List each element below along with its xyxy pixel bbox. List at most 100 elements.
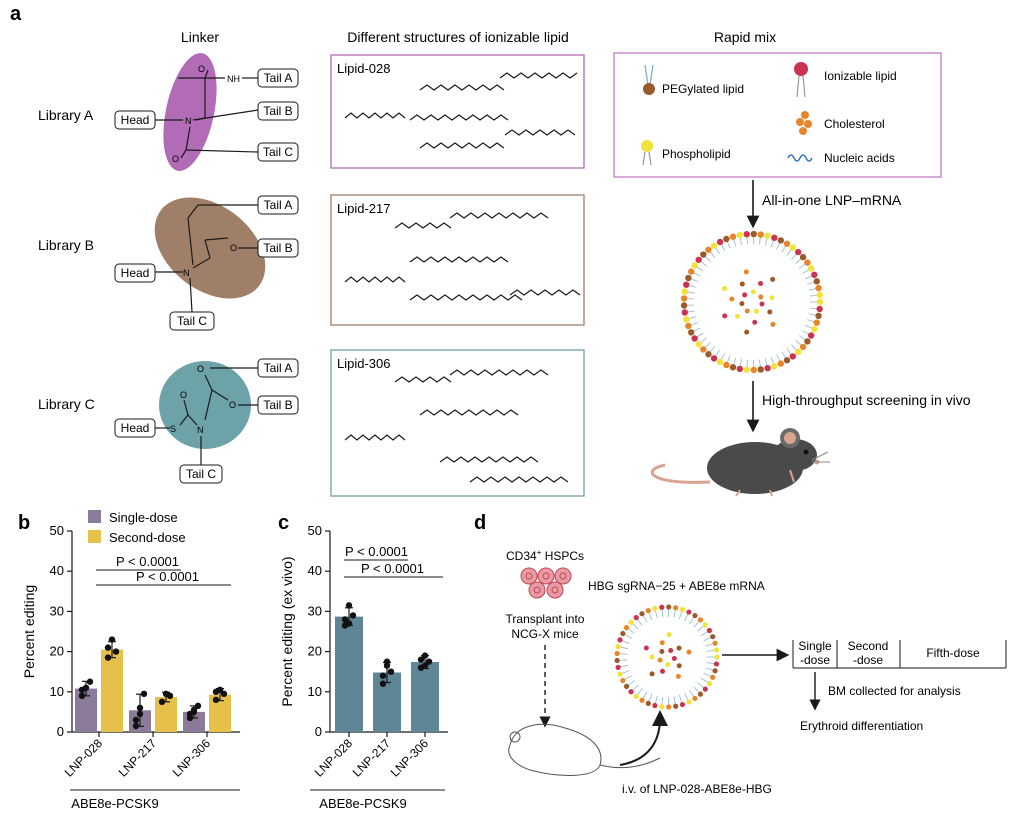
legend-cholesterol: Cholesterol bbox=[824, 117, 885, 131]
chain-bond bbox=[499, 72, 578, 79]
inner-particle bbox=[686, 649, 692, 655]
data-point bbox=[379, 672, 387, 679]
data-point bbox=[349, 612, 357, 619]
y-tick-label: 0 bbox=[315, 724, 322, 739]
x-tick-label: LNP-217 bbox=[116, 736, 160, 780]
data-point bbox=[136, 704, 144, 712]
lipid-head bbox=[695, 341, 702, 348]
linker-b-ellipse bbox=[154, 197, 266, 299]
lipid-head bbox=[716, 238, 724, 246]
head-box bbox=[114, 418, 156, 438]
data-point bbox=[166, 692, 174, 700]
lipid-head bbox=[680, 295, 688, 302]
lipid-head bbox=[713, 661, 720, 667]
legend-second: Second-dose bbox=[109, 530, 186, 545]
data-point bbox=[132, 722, 140, 730]
linker-c-bonds bbox=[155, 367, 258, 465]
tail-c-label: Tail C bbox=[186, 467, 216, 481]
lipid-head bbox=[673, 703, 679, 709]
lipid-head bbox=[683, 281, 690, 288]
inner-particle bbox=[659, 648, 665, 654]
lipid-head bbox=[685, 322, 692, 330]
inner-particle bbox=[722, 313, 728, 319]
data-point bbox=[212, 696, 220, 704]
y-tick-label: 10 bbox=[50, 684, 64, 699]
lipid-head bbox=[723, 361, 730, 369]
head-box bbox=[114, 263, 156, 283]
data-point bbox=[421, 662, 429, 669]
stat-b-2: P < 0.0001 bbox=[136, 569, 199, 584]
stat-c-1: P < 0.0001 bbox=[345, 544, 408, 559]
data-point bbox=[158, 698, 166, 706]
lipid-028-label: Lipid-028 bbox=[337, 61, 391, 76]
nsg-mouse-outline bbox=[508, 723, 661, 776]
tail-c-box bbox=[257, 142, 299, 162]
bar bbox=[101, 649, 123, 732]
bar bbox=[75, 688, 97, 732]
legend-single-swatch bbox=[88, 510, 101, 523]
stat-b-1: P < 0.0001 bbox=[116, 554, 179, 569]
tail-a-box bbox=[257, 195, 299, 215]
lipid-head bbox=[681, 288, 689, 295]
panel-c-letter: c bbox=[278, 512, 289, 534]
head-label: Head bbox=[121, 113, 150, 127]
inner-particle bbox=[753, 308, 759, 314]
curved-arrow-icon bbox=[619, 710, 668, 766]
y-tick-label: 10 bbox=[308, 684, 322, 699]
lipid-head bbox=[639, 697, 645, 703]
linker-b-bonds bbox=[155, 204, 258, 313]
tail-c-label: Tail C bbox=[263, 145, 293, 159]
lipid-head bbox=[813, 278, 820, 285]
lipid-head bbox=[777, 237, 785, 244]
mouse-icon bbox=[650, 428, 830, 497]
inner-particle bbox=[769, 295, 775, 301]
lipid-head bbox=[807, 265, 815, 272]
lipid-head bbox=[757, 366, 764, 373]
data-point bbox=[78, 686, 86, 693]
lnp-particle bbox=[680, 230, 824, 374]
transplant-line1: Transplant into bbox=[506, 612, 585, 626]
y-tick-label: 50 bbox=[50, 523, 64, 538]
lipid-head bbox=[686, 699, 692, 705]
pegylated-lipid-icon bbox=[643, 64, 655, 95]
lipid-head bbox=[743, 366, 750, 373]
lipid-head bbox=[764, 232, 771, 240]
inner-particle bbox=[770, 276, 776, 282]
lipid-217-label: Lipid-217 bbox=[337, 201, 391, 216]
chain-bond bbox=[409, 114, 509, 121]
atom-o: O bbox=[229, 400, 236, 410]
tail-b-box bbox=[257, 101, 299, 121]
lipid-306-structure bbox=[344, 369, 569, 483]
lipid-head bbox=[794, 348, 802, 356]
data-point bbox=[140, 690, 148, 698]
lipid-head bbox=[706, 680, 713, 687]
lipid-head bbox=[783, 357, 791, 364]
lipid-head bbox=[799, 343, 807, 351]
tail-a-label: Tail A bbox=[264, 361, 293, 375]
lipid-head bbox=[679, 606, 686, 613]
lipid-head bbox=[804, 338, 811, 345]
lipid-217-structure bbox=[344, 212, 581, 301]
bar bbox=[411, 662, 439, 732]
legend-second-swatch bbox=[88, 530, 101, 543]
lipid-head bbox=[687, 329, 695, 336]
y-axis-label: Percent editing bbox=[21, 585, 37, 678]
atom-nh: NH bbox=[227, 74, 240, 84]
chain-bond bbox=[439, 456, 539, 463]
inner-particle bbox=[744, 308, 750, 314]
head-label: Head bbox=[121, 421, 150, 435]
lipid-head bbox=[811, 271, 818, 278]
inner-particle bbox=[659, 640, 665, 646]
lipid-head bbox=[729, 233, 737, 240]
data-point bbox=[345, 620, 353, 627]
lipid-head bbox=[633, 693, 639, 700]
inner-particle bbox=[643, 645, 649, 651]
tail-b-label: Tail B bbox=[263, 398, 292, 412]
lipid-head bbox=[695, 256, 702, 263]
cells-label: CD34+ HSPCs bbox=[506, 548, 584, 563]
data-point bbox=[212, 688, 220, 695]
inner-particle bbox=[676, 663, 682, 669]
inner-particle bbox=[758, 294, 764, 300]
lipid-head bbox=[692, 695, 698, 702]
lipid-head bbox=[702, 686, 708, 692]
